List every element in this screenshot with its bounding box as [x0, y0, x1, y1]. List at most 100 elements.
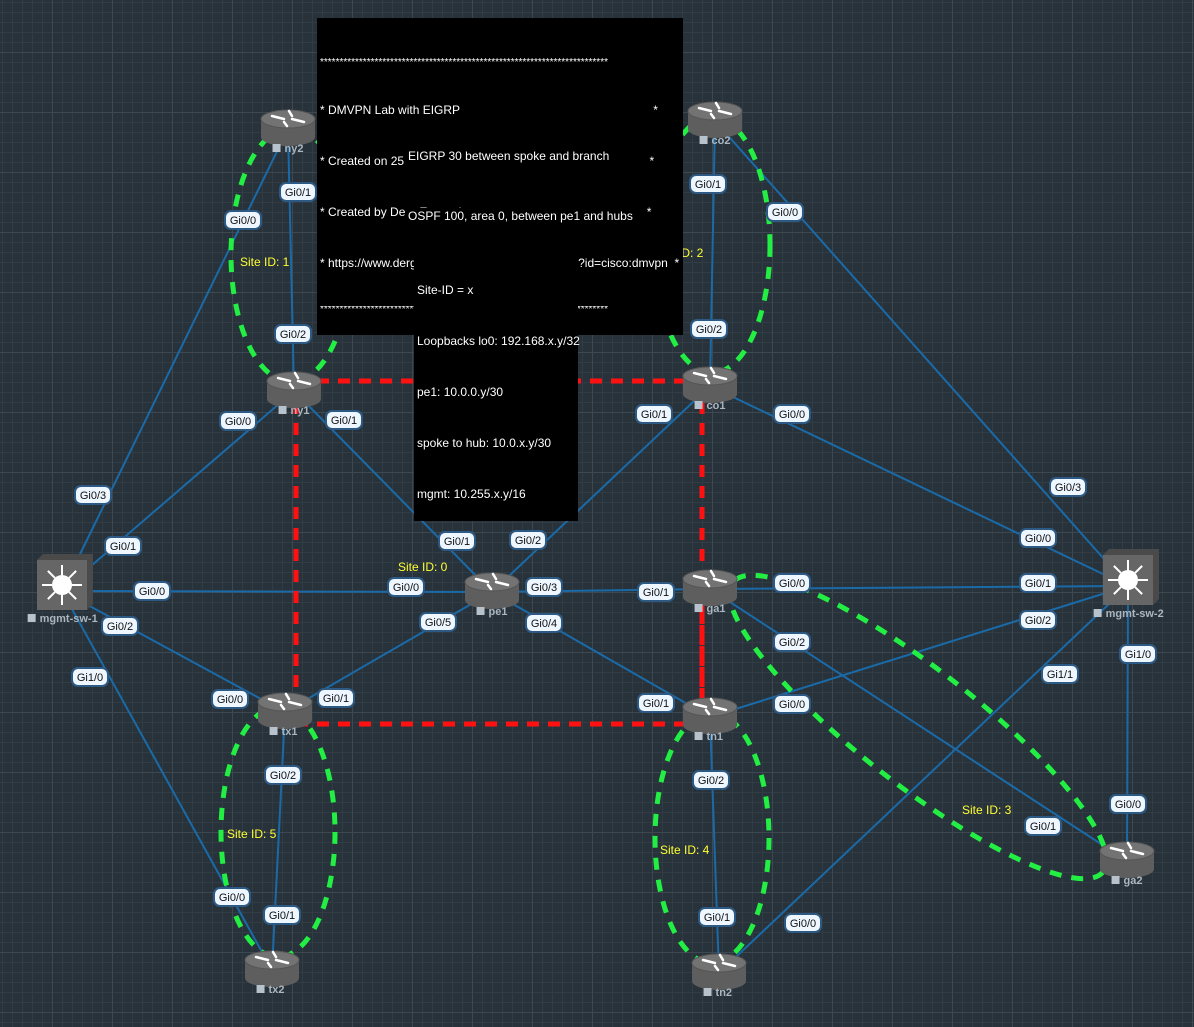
arrow-stroke: [271, 950, 278, 959]
interface-label-mgmt-sw-1[interactable]: Gi1/0: [71, 667, 109, 687]
interface-label-ny2[interactable]: Gi0/1: [279, 182, 317, 202]
link-pe1-tn1[interactable]: [491, 591, 711, 718]
interface-label-text: Gi0/0: [139, 586, 165, 598]
router-arrows-icon: [276, 371, 312, 390]
addressing-line: spoke to hub: 10.0.x.y/30: [417, 436, 552, 450]
interface-label-ny1[interactable]: Gi0/2: [274, 324, 312, 344]
node-tn2[interactable]: tn2: [691, 953, 747, 999]
interface-label-pe1[interactable]: Gi0/5: [419, 612, 457, 632]
node-tx1[interactable]: tx1: [257, 692, 313, 738]
interface-label-box: [279, 182, 317, 202]
interface-label-tn2[interactable]: Gi0/1: [698, 907, 736, 927]
interface-label-ga1[interactable]: Gi0/1: [637, 582, 675, 602]
addressing-note: Site-ID = x Loopbacks lo0: 192.168.x.y/3…: [414, 247, 580, 521]
node-status-icon: [1111, 876, 1120, 884]
interface-label-box: [635, 404, 673, 424]
node-co2[interactable]: co2: [687, 101, 743, 147]
interface-label-ny2[interactable]: Gi0/0: [224, 210, 262, 230]
node-ny2[interactable]: ny2: [260, 109, 316, 155]
interface-label-pe1[interactable]: Gi0/3: [525, 577, 563, 597]
router-top: [682, 569, 738, 589]
link-co2-mgmt-sw-2[interactable]: [714, 120, 1129, 587]
interface-label-co2[interactable]: Gi0/1: [689, 174, 727, 194]
interface-label-mgmt-sw-2[interactable]: Gi0/2: [1019, 610, 1057, 630]
interface-label-text: Gi0/3: [531, 582, 557, 594]
interface-label-text: Gi1/0: [1125, 649, 1151, 661]
addressing-line: Loopbacks lo0: 192.168.x.y/32: [417, 334, 580, 348]
node-label: ny2: [285, 143, 304, 155]
interface-label-tn2[interactable]: Gi0/0: [784, 913, 822, 933]
node-ga2[interactable]: ga2: [1099, 841, 1155, 887]
interface-label-mgmt-sw-1[interactable]: Gi0/3: [74, 485, 112, 505]
interface-label-co1[interactable]: Gi0/2: [690, 319, 728, 339]
link-ny2-ny1[interactable]: [287, 128, 295, 392]
interface-label-box: [74, 485, 112, 505]
link-co1-pe1[interactable]: [491, 385, 711, 593]
interface-label-box: [133, 581, 171, 601]
node-tx2[interactable]: tx2: [244, 950, 300, 996]
node-label: tx2: [269, 984, 285, 996]
node-mgmt-sw-2[interactable]: mgmt-sw-2: [1093, 549, 1164, 620]
node-tn1[interactable]: tn1: [682, 697, 738, 743]
interface-label-text: Gi0/0: [779, 409, 805, 421]
interface-label-ny1[interactable]: Gi0/1: [325, 410, 363, 430]
interface-label-mgmt-sw-2[interactable]: Gi0/1: [1019, 573, 1057, 593]
switch-spoke: [68, 591, 77, 600]
interface-label-tn1[interactable]: Gi0/0: [773, 694, 811, 714]
interface-label-tx1[interactable]: Gi0/1: [317, 688, 355, 708]
interface-label-text: Gi0/0: [790, 918, 816, 930]
link-mgmt-sw-1-tx1[interactable]: [61, 590, 286, 713]
interface-label-pe1[interactable]: Gi0/0: [387, 577, 425, 597]
link-pe1-ga1[interactable]: [491, 588, 711, 593]
link-co2-co1[interactable]: [709, 120, 716, 387]
link-ga1-mgmt-sw-2[interactable]: [709, 585, 1129, 590]
interface-label-text: Gi0/2: [270, 770, 296, 782]
node-mgmt-sw-1[interactable]: mgmt-sw-1: [27, 554, 98, 625]
interface-label-ny1[interactable]: Gi0/0: [219, 411, 257, 431]
link-ny2-mgmt-sw-1[interactable]: [61, 128, 289, 592]
node-co1[interactable]: co1: [682, 366, 738, 412]
interface-label-pe1[interactable]: Gi0/4: [525, 613, 563, 633]
interface-label-mgmt-sw-2[interactable]: Gi1/1: [1041, 664, 1079, 684]
interface-label-mgmt-sw-2[interactable]: Gi1/0: [1119, 644, 1157, 664]
interface-label-pe1[interactable]: Gi0/1: [438, 531, 476, 551]
interface-label-ga2[interactable]: Gi0/1: [1024, 816, 1062, 836]
interface-label-tx1[interactable]: Gi0/0: [211, 689, 249, 709]
link-tx1-tx2[interactable]: [271, 711, 286, 971]
interface-label-mgmt-sw-1[interactable]: Gi0/1: [104, 536, 142, 556]
interface-label-co1[interactable]: Gi0/0: [773, 404, 811, 424]
router-top: [682, 366, 738, 386]
link-mgmt-sw-2-ga2[interactable]: [1126, 585, 1129, 862]
node-label: tn1: [707, 731, 724, 743]
interface-label-mgmt-sw-2[interactable]: Gi0/0: [1019, 528, 1057, 548]
interface-label-mgmt-sw-1[interactable]: Gi0/2: [101, 616, 139, 636]
interface-label-ga1[interactable]: Gi0/2: [773, 632, 811, 652]
interface-label-ga1[interactable]: Gi0/0: [773, 573, 811, 593]
node-ny1[interactable]: ny1: [266, 371, 322, 417]
interface-label-text: Gi0/5: [425, 617, 451, 629]
node-status-icon: [256, 985, 265, 993]
interface-label-box: [773, 573, 811, 593]
link-pe1-tx1[interactable]: [284, 591, 493, 713]
arrow-stroke: [1121, 852, 1128, 860]
node-ga1[interactable]: ga1: [682, 569, 738, 615]
interface-label-mgmt-sw-1[interactable]: Gi0/0: [133, 581, 171, 601]
interface-label-tx2[interactable]: Gi0/0: [213, 887, 251, 907]
link-ga1-ga2[interactable]: [709, 588, 1128, 862]
interface-label-text: Gi0/1: [643, 587, 669, 599]
interface-label-tn1[interactable]: Gi0/1: [637, 693, 675, 713]
interface-label-pe1[interactable]: Gi0/2: [509, 530, 547, 550]
interface-label-ga2[interactable]: Gi0/0: [1109, 794, 1147, 814]
node-pe1[interactable]: pe1: [464, 572, 520, 618]
link-mgmt-sw-2-tn2[interactable]: [718, 585, 1129, 974]
interface-label-co1[interactable]: Gi0/1: [635, 404, 673, 424]
interface-label-tx2[interactable]: Gi0/1: [263, 905, 301, 925]
link-mgmt-sw-1-pe1[interactable]: [61, 590, 493, 593]
link-tn1-tn2[interactable]: [709, 716, 720, 974]
interface-label-tn1[interactable]: Gi0/2: [692, 770, 730, 790]
interface-label-co2[interactable]: Gi0/0: [766, 202, 804, 222]
node-label: mgmt-sw-2: [1106, 608, 1164, 620]
interface-label-tx1[interactable]: Gi0/2: [264, 765, 302, 785]
link-tn1-mgmt-sw-2[interactable]: [709, 585, 1129, 718]
interface-label-mgmt-sw-2[interactable]: Gi0/3: [1049, 477, 1087, 497]
